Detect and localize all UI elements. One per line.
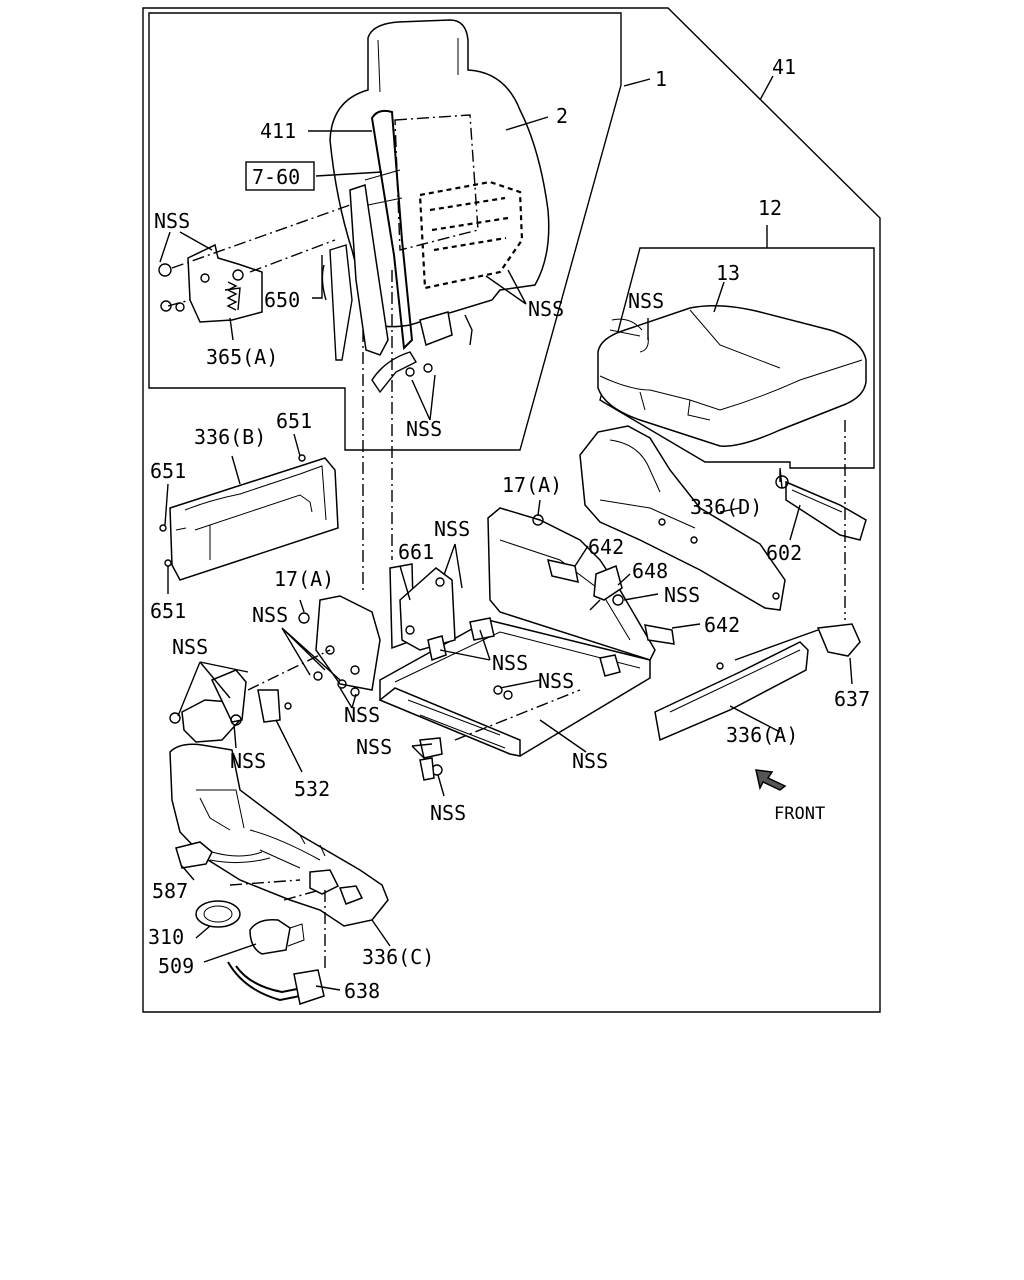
label-nss-bracket: NSS: [434, 517, 470, 541]
label-651-top: 651: [276, 409, 312, 433]
label-nss-frame-d: NSS: [356, 735, 392, 759]
side-panel-336d: [579, 425, 786, 611]
leader-lines: [159, 75, 853, 991]
label-648: 648: [632, 559, 668, 583]
label-310: 310: [148, 925, 184, 949]
label-12: 12: [758, 196, 782, 220]
label-661: 661: [398, 540, 434, 564]
label-336b: 336(B): [194, 425, 266, 449]
label-nss-back-bottom: NSS: [406, 417, 442, 441]
label-651-bottom: 651: [150, 599, 186, 623]
label-17a-left: 17(A): [274, 567, 334, 591]
label-587: 587: [152, 879, 188, 903]
label-336a: 336(A): [726, 723, 798, 747]
handle-637: [716, 623, 861, 670]
label-nss-648: NSS: [664, 583, 700, 607]
label-nss-cushion: NSS: [628, 289, 664, 313]
label-front: FRONT: [774, 804, 825, 824]
seat-frame: [169, 507, 675, 781]
label-41: 41: [772, 55, 796, 79]
label-nss-motor: NSS: [230, 749, 266, 773]
label-nss-back-right: NSS: [528, 297, 564, 321]
side-panel-336b: [159, 454, 339, 581]
recliner-bracket: [158, 243, 327, 323]
label-nss-left-upper: NSS: [252, 603, 288, 627]
label-nss-frame-f: NSS: [572, 749, 608, 773]
recliner-spring: [226, 281, 238, 311]
label-17a-mid: 17(A): [502, 473, 562, 497]
label-nss-frame-e: NSS: [430, 801, 466, 825]
label-509: 509: [158, 954, 194, 978]
lever-602: [775, 467, 867, 541]
label-532: 532: [294, 777, 330, 801]
label-336d: 336(D): [690, 495, 762, 519]
seat-back: [329, 19, 550, 394]
side-cover-336c: [169, 743, 389, 1005]
label-651-left: 651: [150, 459, 186, 483]
label-nss-frame-c: NSS: [344, 703, 380, 727]
label-1: 1: [655, 67, 667, 91]
label-602: 602: [766, 541, 802, 565]
seat-cushion: [597, 305, 867, 447]
label-nss-frame-b: NSS: [538, 669, 574, 693]
front-direction-arrow: [755, 769, 787, 791]
label-642-bottom: 642: [704, 613, 740, 637]
label-13: 13: [716, 261, 740, 285]
label-336c: 336(C): [362, 945, 434, 969]
label-7-60: 7-60: [252, 165, 300, 189]
label-nss-left-mid: NSS: [172, 635, 208, 659]
label-638: 638: [344, 979, 380, 1003]
side-panel-336a: [654, 641, 809, 742]
label-nss-back-top: NSS: [154, 209, 190, 233]
label-2: 2: [556, 104, 568, 128]
label-nss-frame-a: NSS: [492, 651, 528, 675]
label-637: 637: [834, 687, 870, 711]
seat-back-inset-box: [148, 12, 622, 451]
ref-box-7-60: [245, 161, 315, 191]
label-642-top: 642: [588, 535, 624, 559]
outer-assembly-frame: [142, 7, 881, 1013]
label-411: 411: [260, 119, 296, 143]
label-650: 650: [264, 288, 300, 312]
label-365a: 365(A): [206, 345, 278, 369]
